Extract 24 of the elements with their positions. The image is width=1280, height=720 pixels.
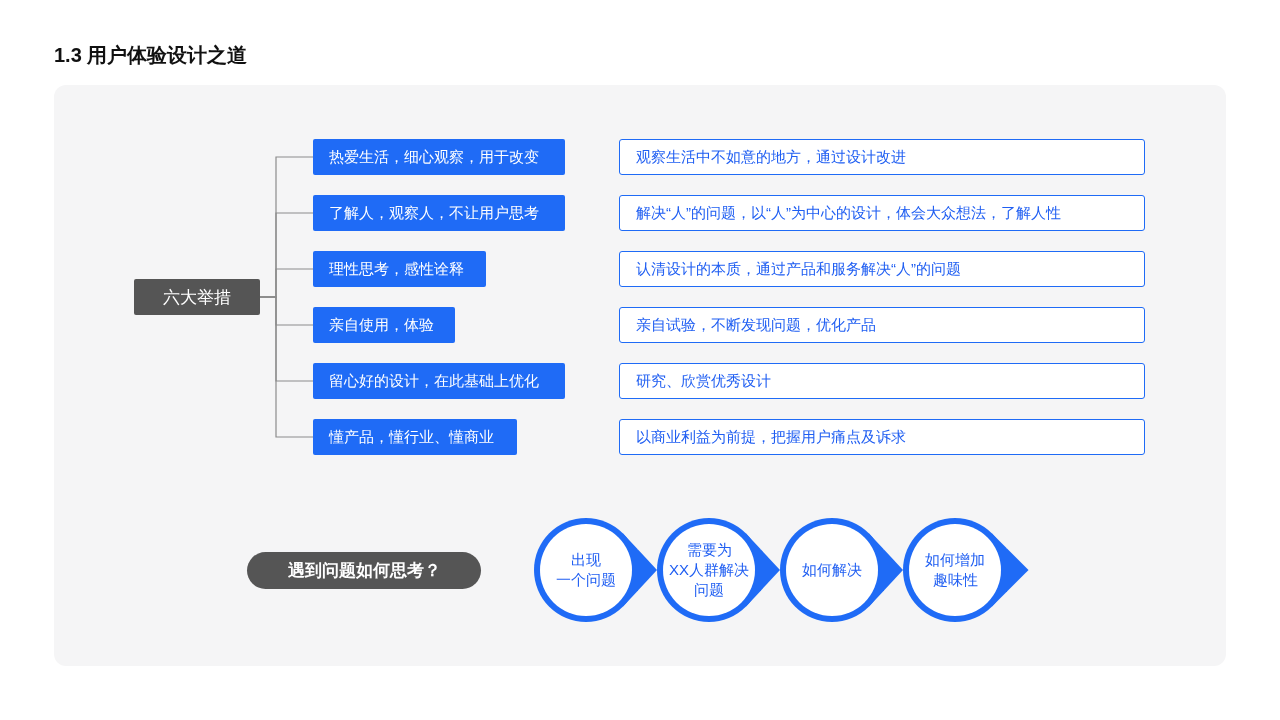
- description-box: 亲自试验，不断发现问题，优化产品: [619, 307, 1145, 343]
- page-title: 1.3 用户体验设计之道: [54, 43, 248, 68]
- pointer-arrow: [761, 549, 780, 591]
- pointer-arrow: [884, 549, 903, 591]
- step-circle: 如何解决: [780, 518, 884, 622]
- description-box: 研究、欣赏优秀设计: [619, 363, 1145, 399]
- step-circle: 需要为XX人群解决问题: [657, 518, 761, 622]
- connector-line: [259, 296, 314, 438]
- description-box: 观察生活中不如意的地方，通过设计改进: [619, 139, 1145, 175]
- step-circle: 如何增加趣味性: [903, 518, 1007, 622]
- description-box: 以商业利益为前提，把握用户痛点及诉求: [619, 419, 1145, 455]
- question-pill: 遇到问题如何思考？: [247, 552, 481, 589]
- measure-box: 理性思考，感性诠释: [313, 251, 486, 287]
- measure-box: 热爱生活，细心观察，用于改变: [313, 139, 565, 175]
- pointer-arrow: [638, 549, 657, 591]
- measure-box: 亲自使用，体验: [313, 307, 455, 343]
- pointer-arrow: [1007, 548, 1029, 592]
- description-box: 认清设计的本质，通过产品和服务解决“人”的问题: [619, 251, 1145, 287]
- step-circle: 出现一个问题: [534, 518, 638, 622]
- description-box: 解决“人”的问题，以“人”为中心的设计，体会大众想法，了解人性: [619, 195, 1145, 231]
- measure-box: 留心好的设计，在此基础上优化: [313, 363, 565, 399]
- measure-box: 了解人，观察人，不让用户思考: [313, 195, 565, 231]
- topic-box: 六大举措: [134, 279, 260, 315]
- measure-box: 懂产品，懂行业、懂商业: [313, 419, 517, 455]
